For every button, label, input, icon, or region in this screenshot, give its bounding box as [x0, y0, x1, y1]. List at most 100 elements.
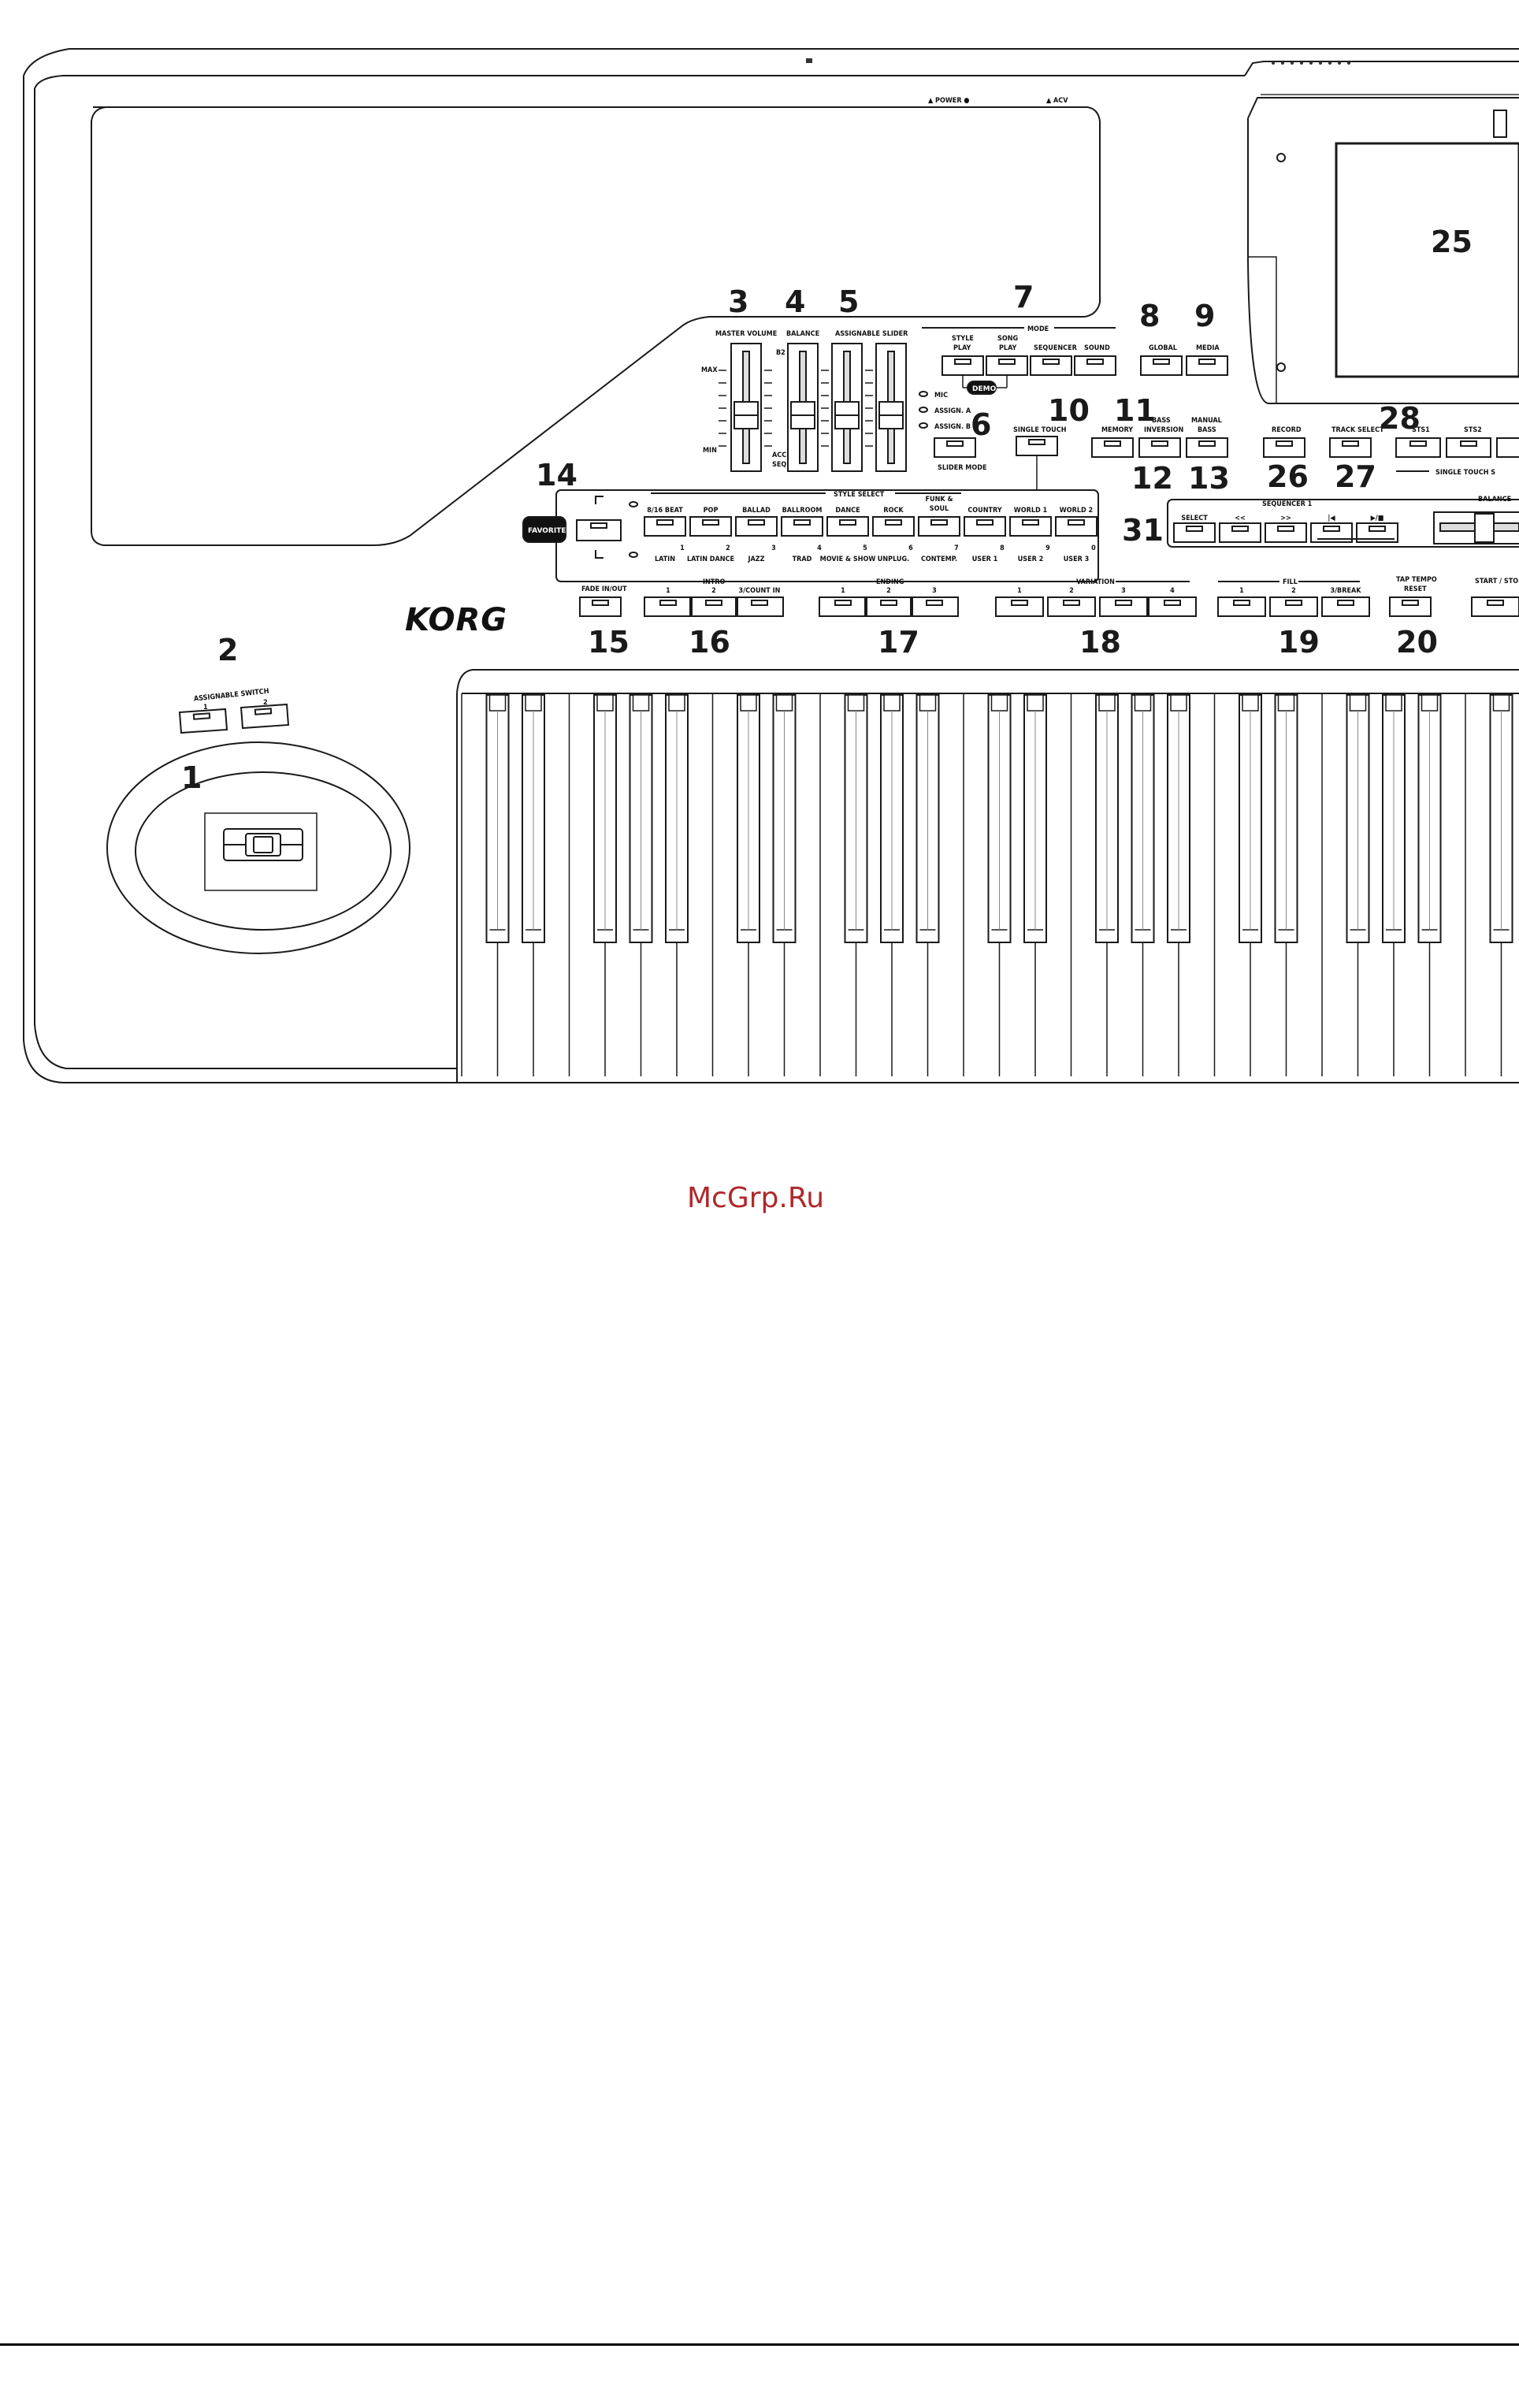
sequencer-button-0[interactable] [1173, 522, 1216, 543]
sequencer-button-4[interactable] [1356, 522, 1398, 543]
intro-button-2[interactable] [689, 596, 738, 617]
mode-label-sound: SOUND [1084, 344, 1110, 352]
fill-button-2[interactable] [1269, 596, 1318, 617]
black-key[interactable] [1417, 694, 1442, 943]
style-select-button-5[interactable] [872, 516, 915, 537]
style-upper-label-8: WORLD 1 [1014, 507, 1048, 515]
assignable-slider-2[interactable] [875, 343, 907, 472]
demo-badge[interactable]: DEMO [967, 381, 997, 395]
style-select-button-9[interactable] [1055, 516, 1097, 537]
style-select-button-7[interactable] [964, 516, 1006, 537]
fill-button-1[interactable] [1217, 596, 1266, 617]
style-select-title: STYLE SELECT [834, 491, 885, 499]
variation-button-label-2: 3 [1121, 587, 1126, 595]
black-key[interactable] [915, 694, 940, 943]
style-select-button-3[interactable] [781, 516, 823, 537]
sound-button[interactable] [1074, 355, 1116, 376]
intro-button-3[interactable] [735, 596, 784, 617]
ending-button-2[interactable] [864, 596, 913, 617]
slider-mode-button[interactable] [934, 437, 976, 458]
assignable-switch-1[interactable] [178, 708, 228, 734]
variation-button-4[interactable] [1148, 596, 1197, 617]
style-play-button[interactable] [941, 355, 984, 376]
bass-inversion-button[interactable] [1138, 437, 1181, 458]
sequencer-mode-button[interactable] [1030, 355, 1072, 376]
fill-button-3[interactable] [1321, 596, 1370, 617]
black-key[interactable] [1239, 694, 1262, 943]
balance-slider[interactable] [787, 343, 819, 472]
record-track-section: RECORD TRACK SELECT [1263, 426, 1384, 458]
assignable-switch-2[interactable] [240, 703, 290, 730]
song-play-button[interactable] [986, 355, 1028, 376]
global-button[interactable] [1140, 355, 1183, 376]
manual-bass-button[interactable] [1186, 437, 1228, 458]
memory-label: MEMORY [1101, 426, 1133, 434]
black-key[interactable] [1274, 694, 1298, 943]
variation-button-2[interactable] [1047, 596, 1096, 617]
variation-button-3[interactable] [1099, 596, 1148, 617]
black-key[interactable] [880, 694, 904, 943]
black-key[interactable] [1095, 694, 1119, 943]
fade-in-out-button[interactable] [579, 596, 622, 617]
sequencer-buttons: SELECT<<>>|◀▶/■ [1173, 515, 1398, 543]
black-key[interactable] [1023, 694, 1047, 943]
black-key[interactable] [665, 694, 689, 943]
style-number-0: 1 [680, 544, 685, 552]
sts1-button[interactable] [1395, 437, 1441, 458]
sequencer-button-3[interactable] [1310, 522, 1353, 543]
callout-11: 11 [1114, 393, 1156, 428]
sequencer-balance-label: BALANCE [1478, 496, 1511, 504]
start-stop-button[interactable] [1471, 596, 1519, 617]
master-volume-slider[interactable] [730, 343, 762, 472]
style-select-button-1[interactable] [689, 516, 732, 537]
sts2-label: STS2 [1464, 426, 1482, 434]
black-key[interactable] [629, 694, 653, 943]
black-key[interactable] [737, 694, 760, 943]
black-key[interactable] [844, 694, 868, 943]
ending-button-1[interactable] [819, 596, 867, 617]
lcd-screen[interactable] [1335, 142, 1519, 378]
assign-a-label: ASSIGN. A [934, 407, 971, 415]
black-key[interactable] [593, 694, 617, 943]
style-select-button-2[interactable] [735, 516, 778, 537]
sts2-button[interactable] [1446, 437, 1491, 458]
joystick[interactable] [106, 741, 410, 954]
record-button[interactable] [1263, 437, 1305, 458]
track-select-button[interactable] [1329, 437, 1372, 458]
style-select-button-4[interactable] [826, 516, 869, 537]
ending-button-3[interactable] [910, 596, 959, 617]
assignable-slider-1[interactable] [831, 343, 863, 472]
black-key[interactable] [522, 694, 545, 943]
single-touch-button[interactable] [1016, 436, 1058, 456]
style-number-7: 8 [1000, 544, 1005, 552]
style-lower-label-1: LATIN DANCE [687, 556, 734, 563]
black-key[interactable] [772, 694, 797, 943]
sequencer-button-2[interactable] [1265, 522, 1307, 543]
sequencer-button-1[interactable] [1219, 522, 1261, 543]
variation-button-1[interactable] [995, 596, 1044, 617]
memory-button[interactable] [1091, 437, 1134, 458]
sequencer-balance-slider[interactable] [1433, 511, 1519, 544]
tap-tempo-button[interactable] [1389, 596, 1432, 617]
style-select-button-0[interactable] [644, 516, 686, 537]
black-key[interactable] [1131, 694, 1155, 943]
black-key[interactable] [1489, 694, 1513, 943]
black-key[interactable] [485, 694, 510, 943]
callout-1: 1 [181, 760, 202, 795]
style-select-button-6[interactable] [918, 516, 960, 537]
favorite-button[interactable] [576, 519, 622, 541]
black-key[interactable] [987, 694, 1012, 943]
bass-inversion-label-2: INVERSION [1144, 426, 1184, 434]
black-key[interactable] [1382, 694, 1406, 943]
media-button[interactable] [1186, 355, 1228, 376]
black-key[interactable] [1167, 694, 1190, 943]
favorite-badge[interactable]: FAVORITE [522, 516, 566, 543]
style-number-5: 6 [908, 544, 913, 552]
black-key[interactable] [1346, 694, 1370, 943]
intro-button-1[interactable] [644, 596, 693, 617]
callout-3: 3 [728, 284, 748, 319]
sts3-button[interactable] [1496, 437, 1519, 458]
style-select-button-8[interactable] [1009, 516, 1052, 537]
assign-b-led [919, 422, 928, 429]
